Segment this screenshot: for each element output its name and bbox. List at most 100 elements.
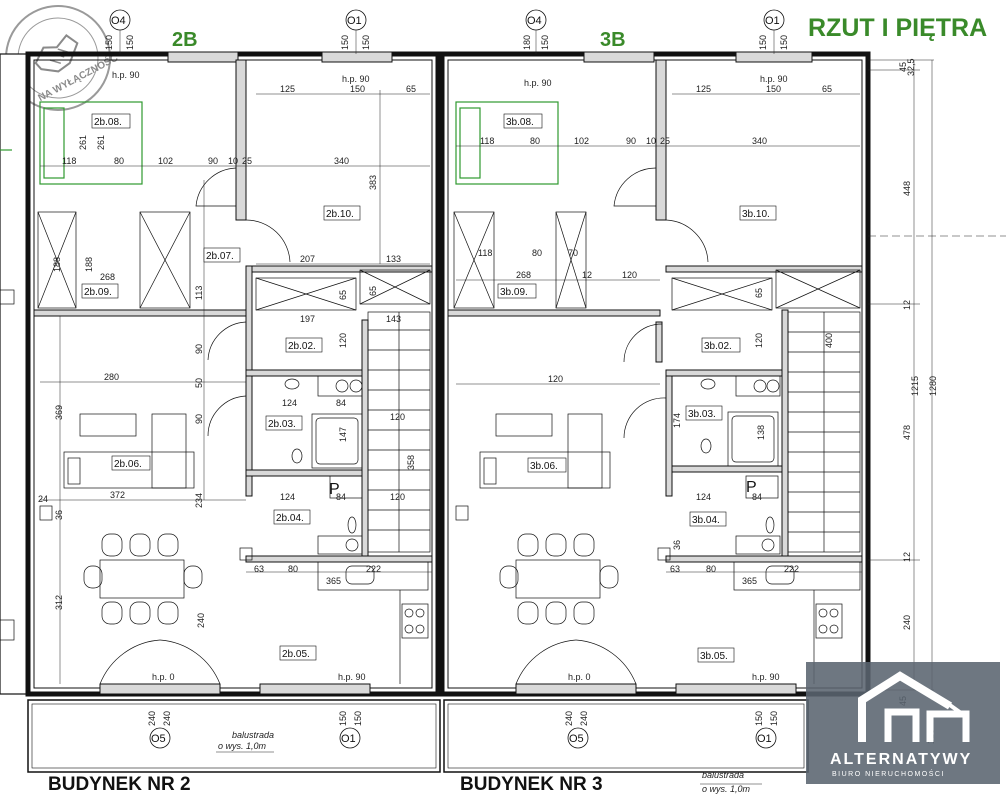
dim-2b-120a: 120: [338, 333, 348, 348]
room-label-2b05: 2b.05.: [282, 649, 310, 660]
dim-2b-120b: 120: [390, 492, 405, 502]
dim-2b-120: 120: [390, 412, 405, 422]
axis-dim-2b-t2: 150: [125, 35, 135, 50]
unit-label-3b: 3B: [600, 29, 626, 51]
svg-text:O4: O4: [527, 15, 542, 27]
dim-2b-84b: 84: [336, 492, 346, 502]
dim-3b-12: 12: [582, 270, 592, 280]
room-label-3b08: 3b.08.: [506, 117, 534, 128]
axis-dim-3b-t1: 180: [522, 35, 532, 50]
height-note-2b-1: h.p. 90: [112, 70, 140, 80]
dim-3b-84: 84: [752, 492, 762, 502]
dim-3b-r2-1: 118: [480, 136, 494, 146]
axis-dim-2b-b1: 240: [147, 711, 157, 726]
dim-2b-372: 372: [110, 490, 125, 500]
dim-3b-80: 80: [532, 248, 542, 258]
dim-3b-70: 70: [568, 248, 578, 258]
balustrade-note-3b-2: o wys. 1,0m: [702, 784, 751, 794]
dim-2b-r2-7: 340: [334, 156, 349, 166]
dim-3b-365: 365: [742, 576, 757, 586]
building-name-2: BUDYNEK NR 2: [48, 774, 191, 795]
dim-2b-312: 312: [54, 595, 64, 610]
dim-3b-r2-3: 102: [574, 136, 589, 146]
axis-marker-3b-O1-top: O1: [763, 9, 785, 54]
room-label-3b10: 3b.10.: [742, 209, 770, 220]
dim-2b-r2-1: 118: [62, 156, 76, 166]
dim-3b-268: 268: [516, 270, 531, 280]
sofa-3b: [479, 413, 611, 489]
balustrade-note-3b-1: balustrada: [702, 770, 744, 780]
svg-text:O5: O5: [151, 733, 166, 745]
dim-3b-118: 118: [478, 248, 492, 258]
room-label-3b04: 3b.04.: [692, 515, 720, 526]
right-dim-448: 448: [902, 181, 912, 196]
dim-3b-r2-6: 25: [660, 136, 670, 146]
room-label-3b09: 3b.09.: [500, 287, 528, 298]
dim-3b-top-3: 65: [822, 84, 832, 94]
sofa-2b: [63, 413, 195, 489]
room-label-2b08: 2b.08.: [94, 117, 122, 128]
axis-marker-2b-O1-bottom: O1: [339, 727, 361, 749]
right-dim-12b: 12: [902, 552, 912, 562]
building-2b: [25, 51, 441, 697]
right-dim-12a: 12: [902, 300, 912, 310]
plan-title: RZUT I PIĘTRA: [808, 14, 987, 42]
axis-dim-3b-b1: 240: [564, 711, 574, 726]
dim-2b-197: 197: [300, 314, 315, 324]
room-label-2b02: 2b.02.: [288, 341, 316, 352]
room-label-2b10: 2b.10.: [326, 209, 354, 220]
dim-2b-36: 36: [54, 510, 64, 520]
room-label-2b07: 2b.07.: [206, 251, 234, 262]
right-dim-32-5: 32,5: [906, 58, 916, 76]
dim-3b-120b: 400: [824, 333, 834, 348]
axis-dim-3b-t4: 150: [779, 35, 789, 50]
dim-3b-top-2: 150: [766, 84, 781, 94]
axis-marker-3b-O5-bottom: O5: [567, 727, 589, 749]
svg-text:O1: O1: [765, 15, 780, 27]
dim-2b-188b: 188: [84, 257, 94, 272]
dim-3b-138: 138: [756, 425, 766, 440]
dim-3b-124: 124: [696, 492, 711, 502]
room-label-2b03: 2b.03.: [268, 419, 296, 430]
height-note-3b-4: h.p. 90: [752, 672, 780, 682]
axis-marker-3b-O1-bottom: O1: [755, 727, 777, 749]
right-dimension-column: [868, 59, 1006, 691]
room-label-3b03: 3b.03.: [688, 409, 716, 420]
dim-2b-24: 24: [38, 494, 48, 504]
dim-2b-369: 369: [54, 405, 64, 420]
dim-3b-400: 120: [548, 374, 563, 384]
dim-2b-top-1: 125: [280, 84, 295, 94]
dim-2b-207: 207: [300, 254, 315, 264]
dim-2b-80: 80: [288, 564, 298, 574]
right-dim-478: 478: [902, 425, 912, 440]
room-label-2b09: 2b.09.: [84, 287, 112, 298]
axis-marker-2b-O4-top: O4: [109, 9, 131, 54]
dim-2b-365: 365: [326, 576, 341, 586]
dim-2b-234: 234: [194, 493, 204, 508]
axis-dim-3b-b4: 150: [769, 711, 779, 726]
height-note-3b-1: h.p. 90: [524, 78, 552, 88]
dim-2b-65b: 65: [368, 286, 378, 296]
dim-2b-358: 358: [406, 455, 416, 470]
axis-dim-3b-b2: 240: [579, 711, 589, 726]
stair-mark-2b: P: [329, 481, 340, 498]
axis-marker-2b-O5-bottom: O5: [149, 727, 171, 749]
dim-2b-50: 50: [194, 378, 204, 388]
balustrade-note-2b-1: balustrada: [232, 730, 274, 740]
dim-3b-r2-7: 340: [752, 136, 767, 146]
staircase-3b: [787, 311, 861, 553]
dim-2b-240: 240: [196, 613, 206, 628]
axis-dim-3b-b3: 150: [754, 711, 764, 726]
dim-3b-63: 63: [670, 564, 680, 574]
axis-marker-3b-O4-top: O4: [525, 9, 547, 54]
dim-2b-84: 84: [336, 398, 346, 408]
room-label-3b05: 3b.05.: [700, 651, 728, 662]
height-note-2b-4: h.p. 90: [338, 672, 366, 682]
house-logo-icon: [858, 671, 970, 742]
dim-3b-222: 222: [784, 564, 799, 574]
logo-name: ALTERNATYWY: [830, 751, 972, 768]
dim-3b-120: 120: [622, 270, 637, 280]
dim-3b-top-1: 125: [696, 84, 711, 94]
dim-2b-222: 222: [366, 564, 381, 574]
dim-3b-120a: 120: [754, 333, 764, 348]
